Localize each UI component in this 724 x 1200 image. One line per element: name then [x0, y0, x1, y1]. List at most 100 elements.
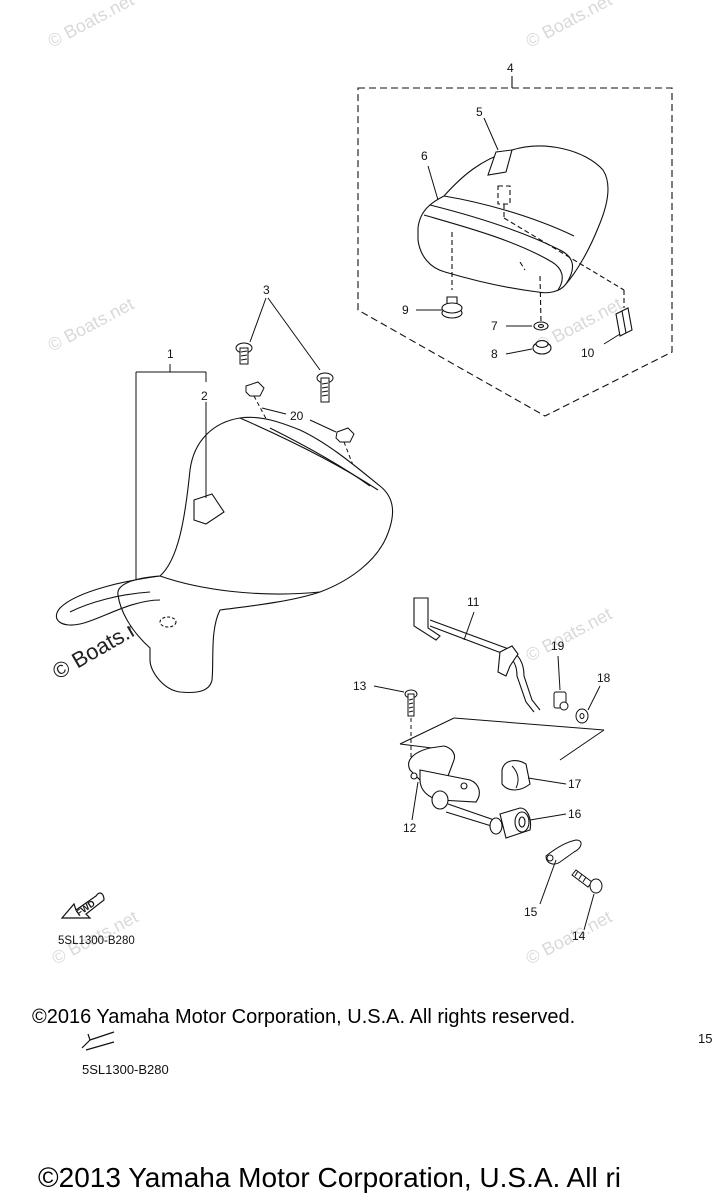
- leader-line: [506, 349, 532, 354]
- lock-barrel: [432, 791, 448, 809]
- cable-rod: [430, 620, 540, 710]
- clip-plate: [546, 840, 581, 864]
- lock-cylinder-part-16: [490, 808, 531, 838]
- callout-10: 10: [581, 346, 595, 360]
- tail-cowl-edge: [444, 196, 574, 236]
- bolt-thread: [241, 351, 247, 360]
- callout-labels: 1 2 3 4 5 6 7 8 9 10 11 12 13 14 15 16 1…: [167, 61, 611, 943]
- leader-line: [484, 118, 498, 150]
- collar: [246, 382, 264, 396]
- callout-3: 3: [263, 283, 270, 297]
- washer-part-7: [534, 322, 548, 330]
- cylinder-flange: [490, 818, 502, 834]
- callout-19: 19: [551, 639, 565, 653]
- cowl-sticker: [488, 150, 512, 175]
- watermark: © Boats.net: [44, 294, 137, 356]
- seat-bolts: [236, 343, 354, 442]
- leader-line: [530, 814, 566, 820]
- seat-lock-cable: [414, 598, 540, 712]
- callout-4: 4: [507, 61, 514, 75]
- callout-16: 16: [568, 807, 582, 821]
- callout-12: 12: [403, 821, 417, 835]
- leader-line: [604, 334, 620, 344]
- lock-pin: [560, 702, 568, 710]
- seat-strap: [70, 592, 150, 612]
- diagram-code: 5SL1300-B280: [58, 935, 135, 947]
- plane-edge: [400, 718, 454, 744]
- grommet-top: [442, 303, 462, 313]
- watermark: © Boats.net: [522, 604, 615, 666]
- clip-edge: [622, 311, 626, 333]
- mount-guide-line: [520, 262, 525, 270]
- cover-part-17: [502, 761, 530, 790]
- leader-line: [310, 420, 336, 432]
- watermark: © Boats.net: [522, 0, 615, 52]
- callout-2: 2: [201, 389, 208, 403]
- clip-part-15: [546, 840, 581, 864]
- callout-6: 6: [421, 149, 428, 163]
- screw-part-13: [405, 690, 417, 716]
- bolt-shank: [572, 870, 592, 887]
- copyright-2013: ©2013 Yamaha Motor Corporation, U.S.A. A…: [38, 1162, 621, 1193]
- callout-1: 1: [167, 347, 174, 361]
- washer-hole: [539, 325, 544, 328]
- leader-line: [374, 686, 404, 692]
- bolt-part-14: [572, 870, 602, 893]
- cable-bracket: [498, 646, 518, 676]
- leaders-lower: [374, 612, 600, 930]
- callout-7: 7: [491, 319, 498, 333]
- collar: [336, 428, 354, 442]
- callout-17: 17: [568, 777, 582, 791]
- seat-cushion-edge: [270, 428, 370, 486]
- leader-line: [528, 778, 566, 784]
- callout-13: 13: [353, 679, 367, 693]
- tail-cowl-assembly: [358, 76, 672, 416]
- bolt-thread: [575, 871, 586, 882]
- plane-edge: [560, 730, 604, 760]
- mount-guide-line: [504, 218, 624, 290]
- cover-inner: [512, 766, 518, 788]
- lock-mount-plane: [400, 718, 604, 770]
- seat-parts-diagram: © Boats.net © Boats.net © Boats.net © Bo…: [44, 0, 724, 969]
- plane-edge: [400, 744, 432, 748]
- nut-inner: [536, 341, 548, 348]
- seat-cushion-edge: [240, 418, 378, 490]
- leader-line: [464, 612, 474, 640]
- clip-hole: [547, 855, 553, 861]
- forward-arrow-fragment-icon: [82, 1032, 114, 1050]
- leader-line: [588, 686, 600, 710]
- forward-arrow-fragment-icon: [78, 1030, 118, 1052]
- leader-line: [540, 860, 556, 904]
- seat-lock-part-12: [409, 746, 500, 828]
- bolt-thread: [322, 383, 328, 396]
- copyright-2016: ©2016 Yamaha Motor Corporation, U.S.A. A…: [32, 1006, 576, 1028]
- leaders-3-20: [250, 298, 358, 478]
- leader-line: [558, 656, 560, 690]
- callout-14: 14: [572, 929, 586, 943]
- callout-5: 5: [476, 105, 483, 119]
- callout-20: 20: [290, 409, 304, 423]
- bolt-head: [590, 879, 602, 893]
- forward-arrow-icon: FWD: [62, 893, 104, 918]
- lock-shaft: [448, 804, 500, 822]
- screw-shank: [408, 694, 414, 716]
- strap-fastener: [160, 617, 176, 627]
- keyhole: [519, 817, 525, 827]
- callout-9: 9: [402, 303, 409, 317]
- leader-line: [250, 298, 266, 342]
- diagram-code-fragment: 5SL1300-B280: [82, 1062, 169, 1077]
- mount-guides: [452, 186, 624, 322]
- seat-strap: [56, 576, 160, 625]
- bolt-shank: [321, 378, 329, 402]
- lock-mount-hole: [411, 773, 417, 779]
- callout-15-fragment: 15: [698, 1031, 713, 1046]
- callout-15: 15: [524, 905, 538, 919]
- leader-line: [584, 894, 594, 930]
- washer-hole: [580, 714, 584, 719]
- lock-body: [420, 770, 479, 802]
- assembly-4-enclosure: [358, 88, 672, 416]
- tail-cowl-rim: [430, 205, 573, 284]
- seat-lower-edge: [160, 576, 320, 594]
- callout-8: 8: [491, 347, 498, 361]
